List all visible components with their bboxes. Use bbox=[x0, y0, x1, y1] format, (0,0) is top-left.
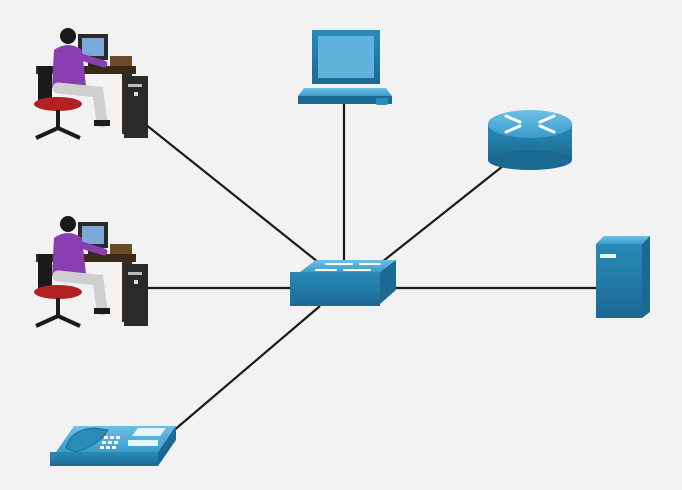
network-links bbox=[139, 104, 596, 433]
user-at-desktop-icon bbox=[34, 28, 148, 140]
laptop-icon bbox=[298, 30, 392, 105]
ip-phone-icon bbox=[50, 426, 176, 466]
switch-icon bbox=[290, 260, 396, 306]
link-switch-router bbox=[381, 161, 509, 263]
router-icon bbox=[488, 110, 572, 170]
link-switch-phone bbox=[171, 305, 321, 433]
server-icon bbox=[596, 236, 650, 318]
user-at-desktop-icon bbox=[34, 216, 148, 328]
link-switch-workstation-1 bbox=[139, 119, 319, 263]
